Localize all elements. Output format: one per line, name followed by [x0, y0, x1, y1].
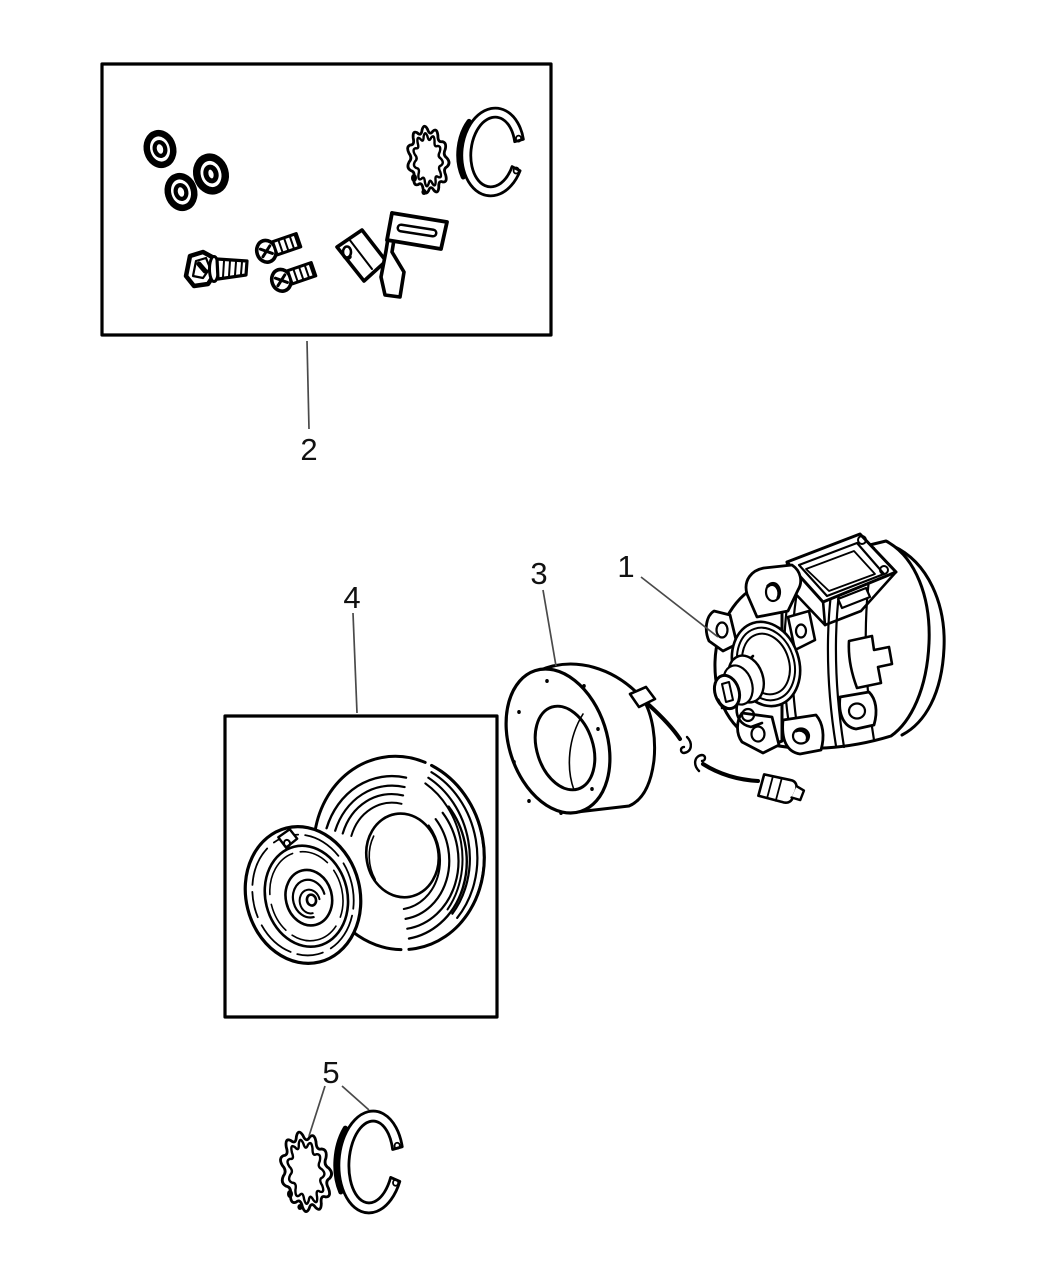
coil-rivet-marks: [512, 679, 600, 815]
leader-line-1: [640, 576, 719, 638]
hardware-kit-group: [100, 62, 553, 337]
compressor-shaft: [712, 654, 765, 711]
shim-and-retaining-ring-group: [279, 1109, 404, 1215]
callout-label-4[interactable]: 4: [343, 580, 360, 615]
compressor-mounting-feet: [735, 690, 878, 756]
retaining-snap-ring: [333, 1109, 404, 1215]
mounting-bracket: [335, 211, 449, 299]
callout-label-3[interactable]: 3: [530, 556, 547, 591]
kit-box-4-frame: [223, 714, 499, 1019]
phillips-screw: [254, 232, 303, 264]
compressor-assembly: [704, 532, 946, 756]
callout-label-2[interactable]: 2: [300, 432, 317, 467]
wire-connector: [757, 773, 806, 804]
leader-line-5a: [308, 1085, 326, 1137]
leader-line-5b: [341, 1085, 370, 1111]
leader-line-4: [352, 612, 358, 714]
grommet-washer: [164, 172, 198, 212]
kit-box-2-frame: [100, 62, 553, 337]
snap-ring: [456, 106, 525, 198]
clutch-pulley-kit-group: [223, 714, 499, 1019]
callout-label-5[interactable]: 5: [322, 1055, 339, 1090]
phillips-screw: [269, 261, 318, 293]
grommet-washer: [143, 129, 177, 169]
wavy-gasket-ring: [406, 124, 451, 195]
leader-lines: [306, 340, 719, 1137]
leader-line-3: [542, 589, 557, 667]
leader-line-2: [306, 340, 310, 430]
clutch-plate: [243, 825, 363, 965]
clutch-field-coil: [504, 662, 806, 815]
coil-wire-lead: [628, 685, 806, 804]
hex-flange-bolt: [183, 249, 249, 289]
wavy-shim-ring: [279, 1130, 333, 1213]
grommet-washer: [192, 153, 230, 195]
callout-label-1[interactable]: 1: [617, 549, 634, 584]
